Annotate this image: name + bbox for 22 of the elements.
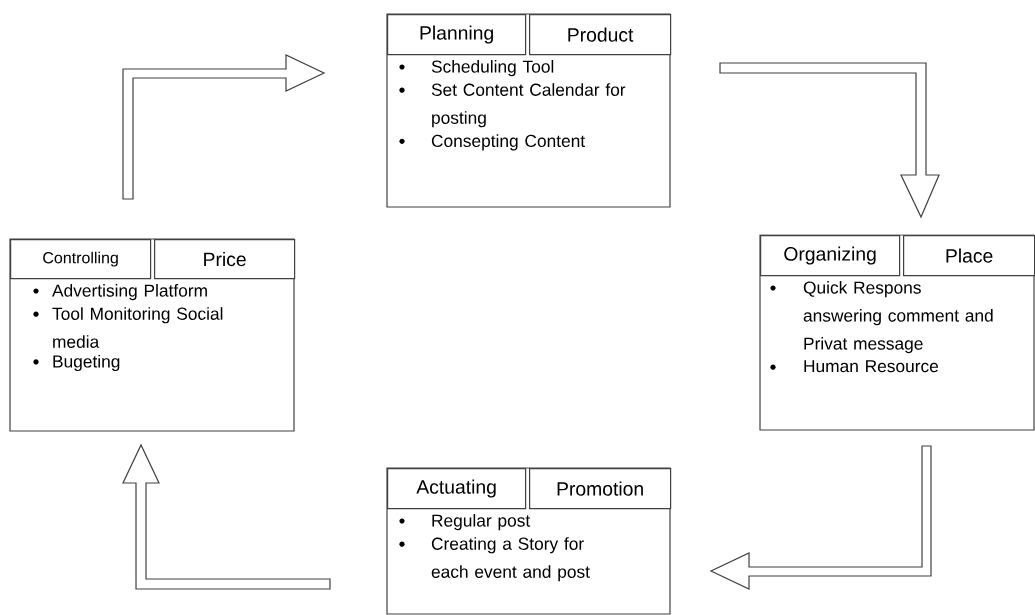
bullet-item: Bugeting: [53, 354, 120, 372]
header-cell: Price: [154, 239, 296, 280]
header-cell: Product: [529, 14, 672, 56]
bullet-item: Quick Respons answering comment and Privat message: [803, 281, 993, 354]
block-arrow: [709, 445, 932, 590]
bullet-item: Human Resource: [804, 360, 939, 373]
header-cell: Organizing: [760, 235, 901, 277]
bullet-item: Set Content Calendar for posting: [431, 83, 626, 128]
header-cell: Controlling: [10, 239, 152, 280]
header-cell: Planning: [387, 14, 527, 56]
header-cell: Actuating: [387, 468, 527, 510]
block-arrow: [719, 62, 940, 219]
bullet-item: Regular post: [432, 514, 531, 531]
block-arrow: [122, 443, 331, 590]
header-cell: Place: [903, 235, 1035, 277]
bullet-item: Advertising Platform: [52, 284, 207, 301]
bullet-item: Creating a Story for each event and post: [431, 537, 590, 582]
block-arrow: [122, 54, 326, 200]
header-cell: Promotion: [529, 468, 672, 510]
bullet-item: Consepting Content: [431, 134, 585, 151]
bullet-item: Tool Monitoring Social media: [52, 307, 223, 348]
bullet-item: Scheduling Tool: [431, 60, 554, 77]
